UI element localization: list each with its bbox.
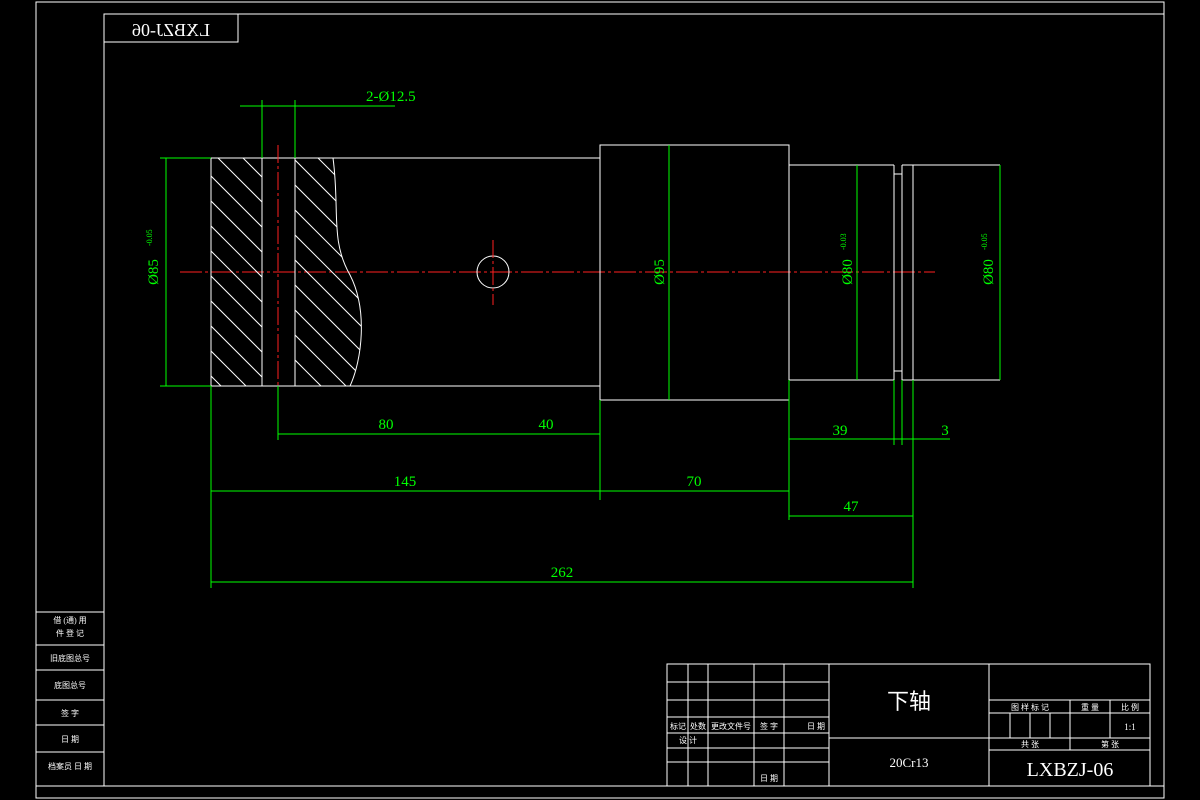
dim-d80-b-tol: -0.05	[980, 233, 989, 250]
dim-d95: Ø95	[652, 259, 668, 285]
rev-label: 标记	[670, 721, 686, 731]
dim-d85: Ø85 -0.05	[145, 229, 162, 285]
dim-d95-value: Ø95	[652, 259, 668, 285]
dim-d80-a-value: Ø80	[840, 259, 856, 285]
dim-d80-b: Ø80 -0.05	[980, 233, 997, 285]
hole-note: 2-Ø12.5	[366, 89, 416, 105]
date-label: 日 期	[760, 774, 778, 783]
rev-label: 签 字	[760, 721, 778, 731]
dim-70: 70	[687, 474, 702, 490]
dim-3: 3	[941, 423, 949, 439]
code-box: LXBZJ-06	[103, 13, 239, 43]
left-table-cell: 借 (通) 用	[53, 615, 86, 625]
left-table-cell: 签 字	[61, 708, 79, 718]
code-box-text: LXBZJ-06	[132, 20, 210, 40]
weight-label: 重 量	[1081, 702, 1099, 712]
sheet-label: 第 张	[1101, 739, 1119, 749]
dim-d80-b-value: Ø80	[981, 259, 997, 285]
hole-axes	[277, 145, 494, 400]
rev-label: 处数	[690, 721, 706, 731]
stage-label: 图 样 标 记	[1011, 702, 1049, 712]
scale-label: 比 例	[1121, 702, 1139, 712]
rev-label: 更改文件号	[711, 721, 751, 731]
drawing-number: LXBZJ-06	[1027, 759, 1114, 781]
part-name: 下轴	[887, 689, 931, 714]
rev-label: 日 期	[807, 722, 825, 731]
dim-39: 39	[833, 423, 848, 439]
section-hatch-right	[295, 158, 362, 386]
dim-47: 47	[844, 499, 860, 515]
left-table-cell: 日 期	[61, 735, 79, 744]
scale-value: 1:1	[1124, 722, 1136, 732]
left-table-cell: 旧底图总号	[50, 653, 90, 663]
material: 20Cr13	[890, 755, 929, 770]
dim-40: 40	[539, 417, 554, 433]
dim-d80-a: Ø80 -0.03	[839, 233, 856, 285]
design-label: 设 计	[679, 735, 697, 745]
dim-262: 262	[551, 565, 574, 581]
sheet-inner-border	[103, 13, 1165, 787]
section-hatch-left	[211, 158, 262, 386]
dim-d85-value: Ø85	[146, 259, 162, 285]
left-table-cell: 底图总号	[54, 680, 86, 690]
dim-d85-tol: -0.05	[145, 229, 154, 246]
dim-80: 80	[379, 417, 394, 433]
dim-145: 145	[394, 474, 417, 490]
dim-d80-a-tol: -0.03	[839, 233, 848, 250]
sheets-label: 共 张	[1021, 740, 1039, 749]
left-table: 借 (通) 用 件 登 记 旧底图总号 底图总号 签 字 日 期 档案员 日 期	[35, 611, 105, 787]
dimension-lines	[160, 100, 1001, 588]
left-table-cell: 件 登 记	[56, 628, 84, 638]
title-block	[666, 663, 1151, 787]
left-table-cell: 档案员 日 期	[48, 761, 92, 771]
